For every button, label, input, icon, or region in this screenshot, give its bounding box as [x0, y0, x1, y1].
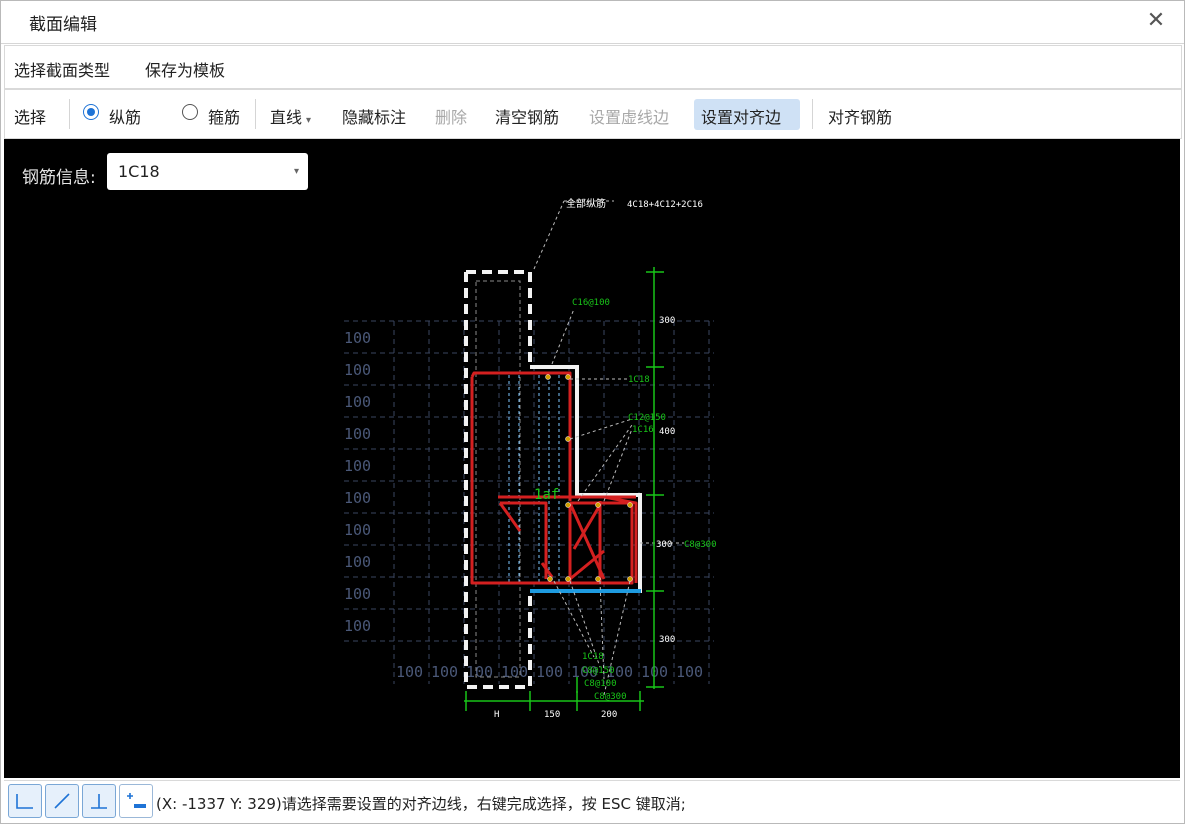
longitudinal-label[interactable]: 纵筋 — [109, 108, 142, 127]
line-dropdown-label: 直线 — [270, 108, 303, 127]
set-dashed-edge-button[interactable]: 设置虚线边 — [589, 108, 670, 127]
toolbar-divider — [255, 99, 256, 129]
status-message: (X: -1337 Y: 329)请选择需要设置的对齐边线，右键完成选择，按 E… — [156, 793, 686, 814]
chevron-down-icon: ▾ — [306, 115, 312, 126]
rebar-label: 1C16 — [632, 425, 654, 435]
grid-label: 100 — [344, 521, 371, 539]
stirrup-dashed-lines — [508, 375, 560, 584]
toolbar-divider — [69, 99, 70, 129]
grid-label: 100 — [606, 663, 633, 681]
la-label: 1af — [534, 487, 559, 503]
status-hint: 请选择需要设置的对齐边线，右键完成选择，按 ESC 键取消; — [281, 795, 686, 813]
cursor-coordinates: (X: -1337 Y: 329) — [156, 795, 282, 813]
diagonal-line-icon[interactable] — [45, 784, 79, 818]
grid-label: 100 — [344, 329, 371, 347]
dimension-label: 300 — [659, 316, 675, 326]
window-title: 截面编辑 — [29, 15, 97, 35]
rebar-label: 1C18 — [628, 375, 650, 385]
dimension-label: H — [494, 710, 499, 720]
dimension-label: 300 — [659, 635, 675, 645]
menu-bar: 选择截面类型 保存为模板 — [4, 45, 1182, 89]
rebar-label: C8@300 — [684, 540, 717, 550]
delete-button[interactable]: 删除 — [435, 108, 468, 127]
rebar-info-value: 1C18 — [118, 162, 160, 181]
toolbar-divider — [812, 99, 813, 129]
dimension-label: 150 — [544, 710, 560, 720]
add-offset-icon[interactable] — [119, 784, 153, 818]
active-tool-highlight — [694, 99, 800, 130]
grid-label: 100 — [344, 457, 371, 475]
hide-annotation-button[interactable]: 隐藏标注 — [342, 108, 407, 127]
drawing-canvas[interactable]: 钢筋信息: 1C18 ▾ — [4, 139, 1180, 778]
rebar-label: C12@150 — [628, 413, 666, 423]
leader-lines — [533, 200, 684, 696]
all-rebar-value: 4C18+4C12+2C16 — [627, 200, 703, 210]
grid-labels: 100 100 100 100 100 100 100 100 100 100 … — [344, 329, 703, 681]
dimension-lines — [464, 267, 664, 711]
grid-label: 100 — [344, 393, 371, 411]
toolbar: 选择 纵筋 箍筋 直线▾ 隐藏标注 删除 清空钢筋 设置虚线边 设置对齐边 对齐… — [4, 89, 1182, 139]
rebar-label: C8@150 — [582, 666, 615, 676]
perpendicular-icon[interactable] — [82, 784, 116, 818]
align-rebar-button[interactable]: 对齐钢筋 — [828, 108, 893, 127]
grid-label: 100 — [396, 663, 423, 681]
inner-dashed-outline — [475, 280, 521, 678]
dashed-column-outline — [464, 270, 532, 689]
grid-label: 100 — [344, 617, 371, 635]
grid-label: 100 — [431, 663, 458, 681]
grid-label: 100 — [344, 361, 371, 379]
chevron-down-icon: ▾ — [293, 166, 299, 177]
rebar-label: C8@100 — [584, 679, 617, 689]
all-rebar-label: 全部纵筋 — [566, 197, 606, 210]
longitudinal-radio[interactable] — [83, 104, 99, 120]
grid-label: 100 — [676, 663, 703, 681]
close-icon[interactable]: ✕ — [1146, 8, 1166, 33]
grid-label: 100 — [344, 553, 371, 571]
dimension-label: 300 — [656, 540, 672, 550]
grid-label: 100 — [344, 585, 371, 603]
grid-label: 100 — [344, 489, 371, 507]
stirrup-radio[interactable] — [182, 104, 198, 120]
set-align-edge-button[interactable]: 设置对齐边 — [701, 108, 782, 127]
orthogonal-snap-icon[interactable] — [8, 784, 42, 818]
select-tool-button[interactable]: 选择 — [14, 108, 47, 127]
menu-save-as-template[interactable]: 保存为模板 — [145, 61, 226, 80]
rebar-dots — [545, 374, 633, 582]
background-grid — [344, 320, 714, 684]
stirrup-label[interactable]: 箍筋 — [208, 108, 241, 127]
grid-label: 100 — [466, 663, 493, 681]
status-bar: (X: -1337 Y: 329)请选择需要设置的对齐边线，右键完成选择，按 E… — [4, 780, 1180, 822]
title-bar: 截面编辑 ✕ — [1, 1, 1184, 44]
rebar-label: C16@100 — [572, 298, 610, 308]
rebar-info-select[interactable]: 1C18 ▾ — [107, 153, 308, 190]
grid-label: 100 — [571, 663, 598, 681]
rebar-label: C8@300 — [594, 692, 627, 702]
line-dropdown[interactable]: 直线▾ — [270, 104, 311, 128]
grid-label: 100 — [536, 663, 563, 681]
grid-label: 100 — [344, 425, 371, 443]
grid-label: 100 — [501, 663, 528, 681]
rebar-lines — [470, 371, 638, 585]
rebar-info-label: 钢筋信息: — [22, 168, 96, 188]
menu-select-section-type[interactable]: 选择截面类型 — [14, 61, 111, 80]
drawing-annotations: 全部纵筋 4C18+4C12+2C16 C16@100 1C18 C12@150… — [494, 197, 717, 720]
clear-rebar-button[interactable]: 清空钢筋 — [495, 108, 560, 127]
dimension-label: 200 — [601, 710, 617, 720]
rebar-label: 1C18 — [582, 652, 604, 662]
dimension-label: 400 — [659, 427, 675, 437]
section-drawing: 100 100 100 100 100 100 100 100 100 100 … — [344, 197, 717, 720]
